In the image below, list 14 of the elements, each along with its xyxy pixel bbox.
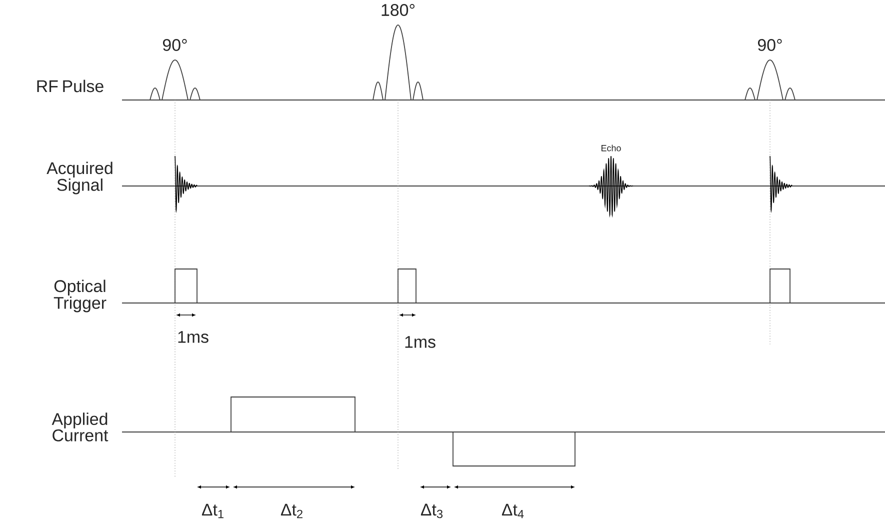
echo-label: Echo <box>602 144 621 152</box>
interval-label: Δt$_{1}$ <box>202 504 224 518</box>
interval-label: Δt$_{4}$ <box>502 504 524 518</box>
interval-label: Δt$_{2}$ <box>280 504 302 518</box>
row-label: Acquired Signal <box>46 162 112 194</box>
angle-label: 180° <box>382 4 414 16</box>
row-label: Optical Trigger <box>54 280 106 312</box>
interval-label: Δt$_{3}$ <box>420 504 443 518</box>
duration-label: 1ms <box>405 336 436 348</box>
angle-label: 90° <box>163 39 187 51</box>
row-label: Applied Current <box>52 412 108 442</box>
duration-label: 1ms <box>178 331 208 343</box>
row-label: RF Pulse <box>37 80 104 92</box>
angle-label: 90° <box>758 39 782 51</box>
